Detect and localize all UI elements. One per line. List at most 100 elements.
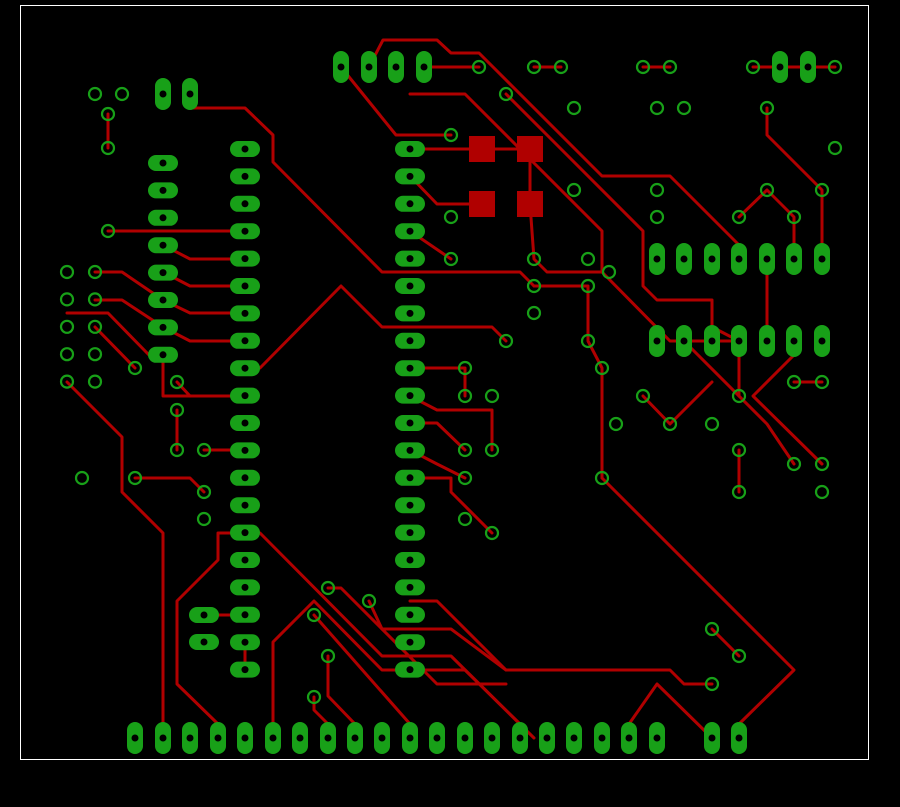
drill-hole-83 [406,734,414,742]
drill-hole-31 [241,556,249,564]
trace-46 [641,380,714,426]
drill-hole-6 [406,200,414,208]
via-pad-134 [457,511,473,527]
via-pad-169 [731,388,747,404]
via-pad-113 [169,442,185,458]
drill-hole-92 [653,734,661,742]
via-pad-167 [662,416,678,432]
via-pad-176 [814,484,830,500]
drill-hole-64 [708,337,716,345]
via-pad-100 [87,319,103,334]
drill-hole-81 [351,734,359,742]
drill-hole-21 [241,419,249,427]
via-pad-125 [443,209,459,225]
via-pad-163 [786,209,802,225]
trace-53 [408,366,467,398]
drill-hole-9 [241,255,249,263]
trace-29 [408,92,604,274]
drill-hole-70 [790,337,798,345]
drill-hole-39 [241,666,249,674]
trace-31 [367,38,741,261]
drill-hole-58 [804,63,812,71]
drill-hole-71 [818,255,826,263]
via-pad-161 [759,182,775,198]
drill-hole-13 [241,309,249,317]
via-pad-105 [87,86,103,102]
via-pad-143 [526,278,542,294]
drill-hole-82 [378,734,386,742]
drill-hole-32 [406,556,414,564]
trace-30 [339,65,453,137]
trace-37 [737,188,796,261]
via-pad-154 [676,100,692,116]
via-pad-141 [566,182,582,198]
via-pad-136 [471,59,487,75]
trace-10 [65,311,151,357]
drill-hole-36 [406,611,414,619]
drill-hole-33 [241,583,249,591]
via-pad-139 [553,59,569,75]
via-pad-115 [74,470,90,486]
via-pad-172 [786,374,802,390]
via-pad-106 [114,86,130,102]
drill-hole-26 [406,474,414,482]
drill-hole-57 [776,63,784,71]
drill-hole-55 [159,90,167,98]
via-pad-128 [457,360,473,376]
via-pad-122 [320,648,336,664]
drill-hole-3 [241,172,249,180]
trace-8 [93,270,165,302]
via-pad-146 [580,278,596,294]
via-pad-155 [649,182,665,198]
drill-hole-72 [818,337,826,345]
via-pad-104 [87,374,103,389]
smd-pad-2 [517,136,543,162]
drill-hole-49 [200,611,208,619]
drill-hole-15 [241,337,249,345]
trace-13 [175,380,192,398]
via-pad-99 [59,319,75,334]
via-pad-150 [594,470,610,486]
smd-pad-4 [517,191,543,217]
drill-hole-16 [406,337,414,345]
drill-hole-62 [680,337,688,345]
via-pad-132 [457,442,473,458]
drill-hole-67 [763,255,771,263]
via-pad-116 [127,470,143,486]
via-pad-97 [59,292,75,307]
copper-traces [65,38,837,740]
drill-hole-29 [241,529,249,537]
drill-hole-66 [735,337,743,345]
via-pad-142 [526,251,542,267]
smd-pad-3 [469,191,495,217]
drill-hole-78 [269,734,277,742]
via-pad-133 [457,470,473,486]
drill-hole-45 [159,269,167,277]
drill-hole-5 [241,200,249,208]
drill-hole-44 [159,241,167,249]
via-pad-152 [662,59,678,75]
via-pad-147 [580,333,596,349]
via-pad-137 [498,86,514,102]
via-pad-173 [814,374,830,390]
drill-hole-14 [406,309,414,317]
via-pad-178 [731,648,747,664]
via-pad-109 [100,223,116,239]
via-pad-96 [87,264,103,280]
drill-hole-76 [214,734,222,742]
via-pad-98 [87,292,103,307]
via-pad-120 [361,593,377,609]
through-hole-pads [59,51,843,754]
drill-hole-87 [516,734,524,742]
drill-hole-68 [763,337,771,345]
via-pad-129 [457,388,473,404]
drill-hole-77 [241,734,249,742]
drill-hole-56 [186,90,194,98]
via-pad-101 [59,347,75,362]
drill-hole-19 [241,392,249,400]
trace-38 [408,174,484,206]
via-pad-144 [526,305,542,321]
trace-42 [532,284,604,480]
